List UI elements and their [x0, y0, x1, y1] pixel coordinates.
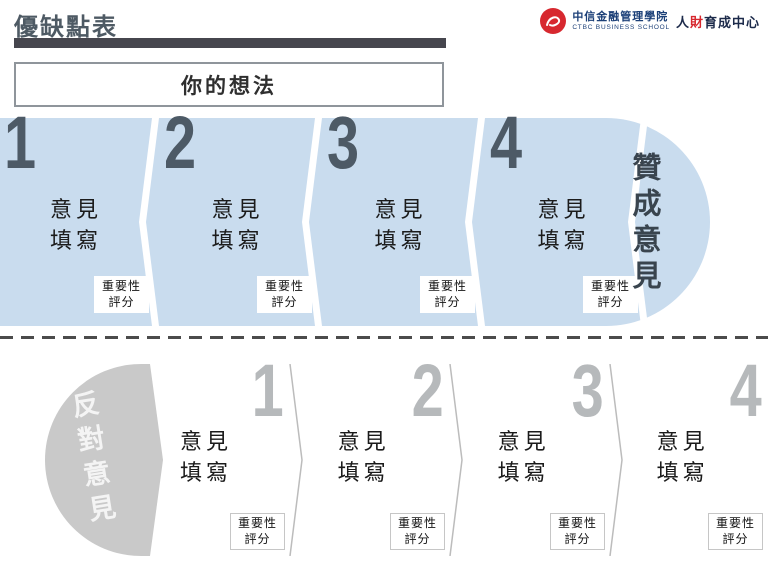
center-name: 人財育成中心 — [676, 12, 760, 31]
title-underline-bar — [14, 38, 446, 48]
cons-segment: 1 意見 填寫 重要性 評分 — [150, 354, 290, 556]
score-cell: 重要性 評分 — [94, 276, 149, 313]
pros-bubble-label: 贊成意見 — [628, 152, 660, 296]
pros-band-shape — [0, 118, 710, 326]
chevron-divider-icon — [289, 364, 303, 556]
pros-segment: 1 意見 填寫 重要性 評分 — [0, 106, 152, 326]
school-name-block: 中信金融管理學院 CTBC BUSINESS SCHOOL — [572, 11, 670, 31]
pros-band: 1 意見 填寫 重要性 評分 2 意見 填寫 重要性 評分 3 意見 填寫 重要… — [0, 106, 712, 326]
opinion-cell: 意見 填寫 — [179, 429, 233, 486]
idea-box-label: 你的想法 — [181, 74, 277, 98]
opinion-cell: 意見 填寫 — [337, 429, 390, 486]
logo-mark-icon — [540, 8, 567, 34]
cons-segment: 2 意見 填寫 重要性 評分 — [290, 354, 450, 556]
chevron-divider-icon — [302, 118, 322, 326]
center-name-prefix: 人 — [675, 14, 690, 30]
cons-band-shape — [45, 364, 623, 556]
score-cell: 重要性 評分 — [550, 513, 605, 550]
chevron-divider-icon — [609, 364, 623, 556]
segment-number: 2 — [411, 349, 443, 432]
dashed-divider — [0, 336, 768, 339]
score-cell: 重要性 評分 — [708, 513, 763, 550]
segment-number: 4 — [490, 101, 522, 184]
school-name: 中信金融管理學院 — [572, 10, 669, 23]
center-name-highlight: 財 — [689, 14, 704, 30]
score-cell: 重要性 評分 — [583, 276, 638, 313]
pros-segment: 4 意見 填寫 重要性 評分 — [486, 106, 641, 326]
score-cell: 重要性 評分 — [257, 276, 312, 313]
chevron-divider-icon — [465, 118, 485, 326]
score-cell: 重要性 評分 — [390, 513, 445, 550]
opinion-cell: 意見 填寫 — [497, 429, 550, 486]
page-title: 優缺點表 — [14, 14, 118, 41]
chevron-divider-icon — [139, 118, 159, 326]
chevron-divider-icon — [449, 364, 463, 556]
opinion-cell: 意見 填寫 — [537, 197, 590, 254]
opinion-cell: 意見 填寫 — [211, 197, 264, 254]
pros-segment: 2 意見 填寫 重要性 評分 — [160, 106, 315, 326]
segment-number: 3 — [571, 349, 603, 432]
segment-number: 3 — [327, 101, 359, 184]
chevron-divider-icon — [628, 118, 648, 326]
pros-segment: 3 意見 填寫 重要性 評分 — [323, 106, 478, 326]
score-cell: 重要性 評分 — [230, 513, 285, 550]
cons-segment: 3 意見 填寫 重要性 評分 — [450, 354, 610, 556]
segment-number: 2 — [164, 101, 196, 184]
opinion-cell: 意見 填寫 — [656, 429, 709, 486]
segment-number: 1 — [4, 101, 36, 184]
segment-number: 4 — [729, 349, 761, 432]
cons-band: 反對意見 1 意見 填寫 重要性 評分 2 意見 填寫 重要性 評分 3 意見 … — [0, 354, 768, 556]
cons-segment: 4 意見 填寫 重要性 評分 — [610, 354, 768, 556]
school-name-en: CTBC BUSINESS SCHOOL — [572, 23, 670, 31]
segment-number: 1 — [251, 349, 283, 432]
center-name-suffix: 育成中心 — [703, 14, 760, 30]
idea-box: 你的想法 — [14, 62, 444, 107]
school-logo: 中信金融管理學院 CTBC BUSINESS SCHOOL 人財育成中心 — [540, 8, 760, 34]
opinion-cell: 意見 填寫 — [49, 197, 103, 254]
opinion-cell: 意見 填寫 — [374, 197, 427, 254]
score-cell: 重要性 評分 — [420, 276, 475, 313]
